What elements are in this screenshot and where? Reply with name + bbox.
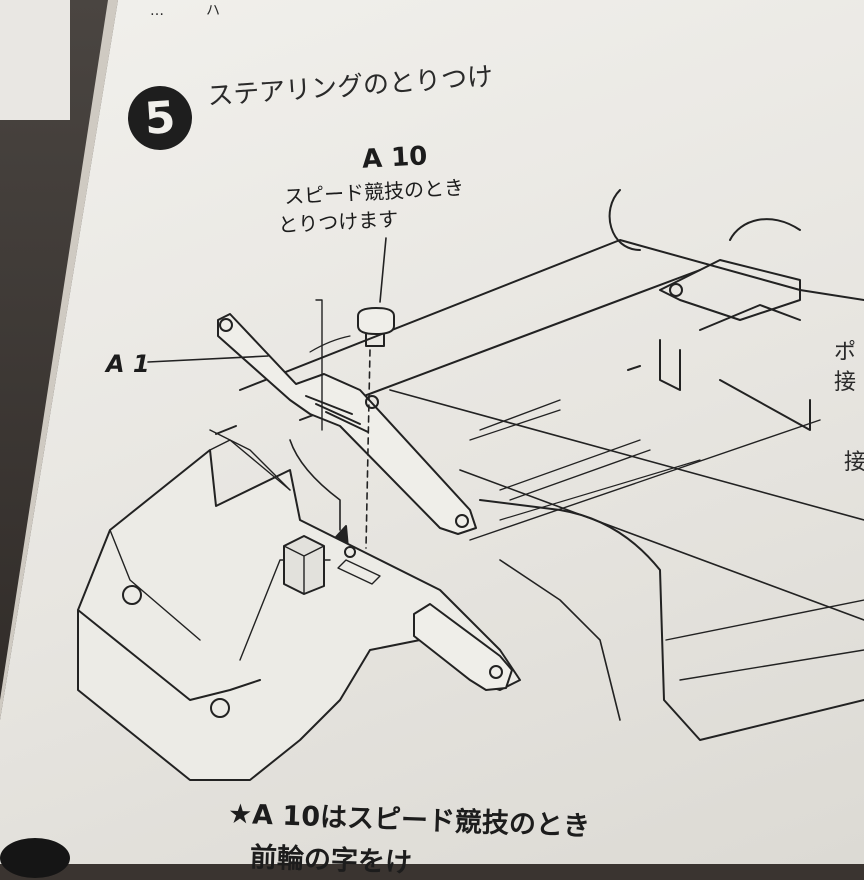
chassis-outline: [239, 239, 864, 391]
side-text-fragment: 接: [834, 370, 857, 395]
part-label-a1: A 1: [106, 350, 150, 378]
part-label-a10: A 10: [361, 141, 429, 175]
background-paper: [0, 0, 70, 120]
a10-pin: [357, 307, 395, 335]
cut-off-text: … ハ: [150, 3, 220, 19]
right-bracket: [659, 259, 801, 321]
side-text-fragment: ポ: [834, 340, 857, 365]
footer-note-line2: 前輪の字をけ: [249, 842, 413, 879]
a1-steering-arm: [217, 313, 477, 535]
front-tie-rod: [413, 603, 513, 691]
front-frame: [77, 449, 521, 781]
side-text-fragment: 接: [844, 450, 864, 475]
shadow-blob: [0, 838, 70, 878]
